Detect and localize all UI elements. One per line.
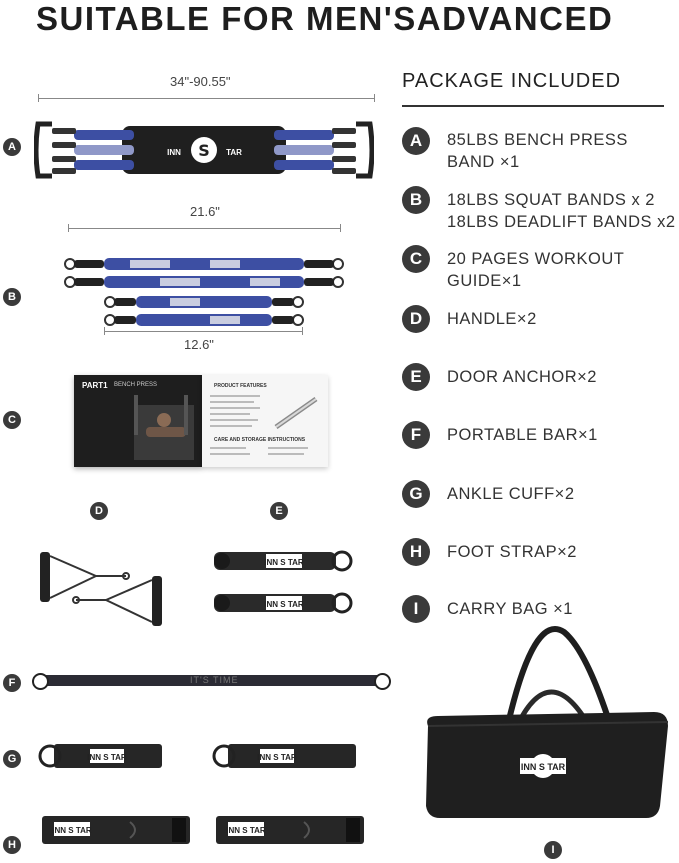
svg-text:INN S TAR: INN S TAR xyxy=(226,826,266,835)
package-badge-b: B xyxy=(402,186,430,214)
svg-text:TAR: TAR xyxy=(226,148,242,157)
package-badge-d: D xyxy=(402,305,430,333)
dimension-b-long-tick-left xyxy=(68,224,69,232)
package-item-c-line2: GUIDE×1 xyxy=(447,272,522,290)
carry-bag-image: INN S TAR xyxy=(426,626,669,818)
badge-g: G xyxy=(3,750,21,768)
package-item-c: 20 PAGES WORKOUT GUIDE×1 xyxy=(447,248,624,292)
door-anchors-image: INN S TAR INN S TAR xyxy=(214,550,353,614)
package-item-b-line1: 18LBS SQUAT BANDS x 2 xyxy=(447,191,655,209)
package-item-e: DOOR ANCHOR×2 xyxy=(447,368,597,386)
package-item-i: CARRY BAG ×1 xyxy=(447,600,573,618)
guide-cover-photo xyxy=(134,395,194,460)
svg-text:INN S TAR: INN S TAR xyxy=(521,762,566,772)
guide-cover-subtitle: BENCH PRESS xyxy=(114,382,158,388)
badge-e: E xyxy=(270,502,288,520)
badge-h: H xyxy=(3,836,21,854)
package-item-a: 85LBS BENCH PRESS BAND ×1 xyxy=(447,129,628,173)
svg-text:INN: INN xyxy=(167,148,181,157)
badge-a: A xyxy=(3,138,21,156)
guide-cover-title: PART1 xyxy=(82,381,108,390)
svg-text:INN S TAR: INN S TAR xyxy=(264,558,304,567)
svg-text:INN S TAR: INN S TAR xyxy=(87,753,127,762)
ankle-cuffs-image: INN S TAR INN S TAR xyxy=(38,744,356,768)
svg-text:S: S xyxy=(198,141,210,160)
guide-inner-page: PRODUCT FEATURES CARE AND STORAGE INSTRU… xyxy=(202,375,328,467)
package-badge-i: I xyxy=(402,595,430,623)
package-item-c-line1: 20 PAGES WORKOUT xyxy=(447,250,625,268)
dimension-b-short-label: 12.6" xyxy=(184,337,214,352)
dimension-b-short-tick-right xyxy=(302,327,303,335)
foot-straps-image: INN S TAR INN S TAR xyxy=(42,816,364,844)
portable-bar-image xyxy=(36,675,388,686)
handles-image xyxy=(40,552,162,626)
package-item-a-line1: 85LBS BENCH PRESS xyxy=(447,131,628,149)
guide-cover: PART1 BENCH PRESS xyxy=(74,375,202,467)
svg-text:INN S TAR: INN S TAR xyxy=(264,600,304,609)
bar-end-left xyxy=(32,673,49,690)
package-item-d: HANDLE×2 xyxy=(447,310,537,328)
dimension-b-long-tick-right xyxy=(340,224,341,232)
package-badge-e: E xyxy=(402,363,430,391)
dimension-a-label: 34"-90.55" xyxy=(170,74,231,89)
svg-text:INN S TAR: INN S TAR xyxy=(52,826,92,835)
package-badge-f: F xyxy=(402,421,430,449)
dimension-b-long-line xyxy=(68,228,340,229)
guide-care-title: CARE AND STORAGE INSTRUCTIONS xyxy=(214,437,306,443)
package-heading: PACKAGE INCLUDED xyxy=(402,70,622,92)
package-badge-c: C xyxy=(402,245,430,273)
dimension-a-tick-right xyxy=(374,94,375,102)
bar-end-right xyxy=(374,673,391,690)
package-item-b: 18LBS SQUAT BANDS x 2 18LBS DEADLIFT BAN… xyxy=(447,189,676,233)
bench-press-band-image: S INN TAR xyxy=(34,121,374,179)
package-item-b-line2: 18LBS DEADLIFT BANDS x2 xyxy=(447,213,676,231)
dimension-b-long-label: 21.6" xyxy=(190,204,220,219)
package-heading-rule xyxy=(402,105,664,107)
svg-text:INN S TAR: INN S TAR xyxy=(257,753,297,762)
package-item-g: ANKLE CUFF×2 xyxy=(447,485,575,503)
package-item-h: FOOT STRAP×2 xyxy=(447,543,577,561)
badge-d: D xyxy=(90,502,108,520)
badge-b: B xyxy=(3,288,21,306)
dimension-b-short-line xyxy=(104,331,302,332)
bar-label: IT'S TIME xyxy=(190,675,239,685)
guide-features-title: PRODUCT FEATURES xyxy=(214,383,267,389)
squat-deadlift-bands-image xyxy=(64,258,344,326)
badge-f: F xyxy=(3,674,21,692)
package-item-f: PORTABLE BAR×1 xyxy=(447,426,598,444)
guide-inner-illustration xyxy=(210,395,318,455)
package-item-a-line2: BAND ×1 xyxy=(447,153,520,171)
dimension-a-line xyxy=(38,98,374,99)
package-badge-a: A xyxy=(402,127,430,155)
page-title: SUITABLE FOR MEN'SADVANCED xyxy=(36,0,614,37)
dimension-b-short-tick-left xyxy=(104,327,105,335)
badge-c: C xyxy=(3,411,21,429)
package-badge-g: G xyxy=(402,480,430,508)
badge-i: I xyxy=(544,841,562,859)
package-badge-h: H xyxy=(402,538,430,566)
dimension-a-tick-left xyxy=(38,94,39,102)
